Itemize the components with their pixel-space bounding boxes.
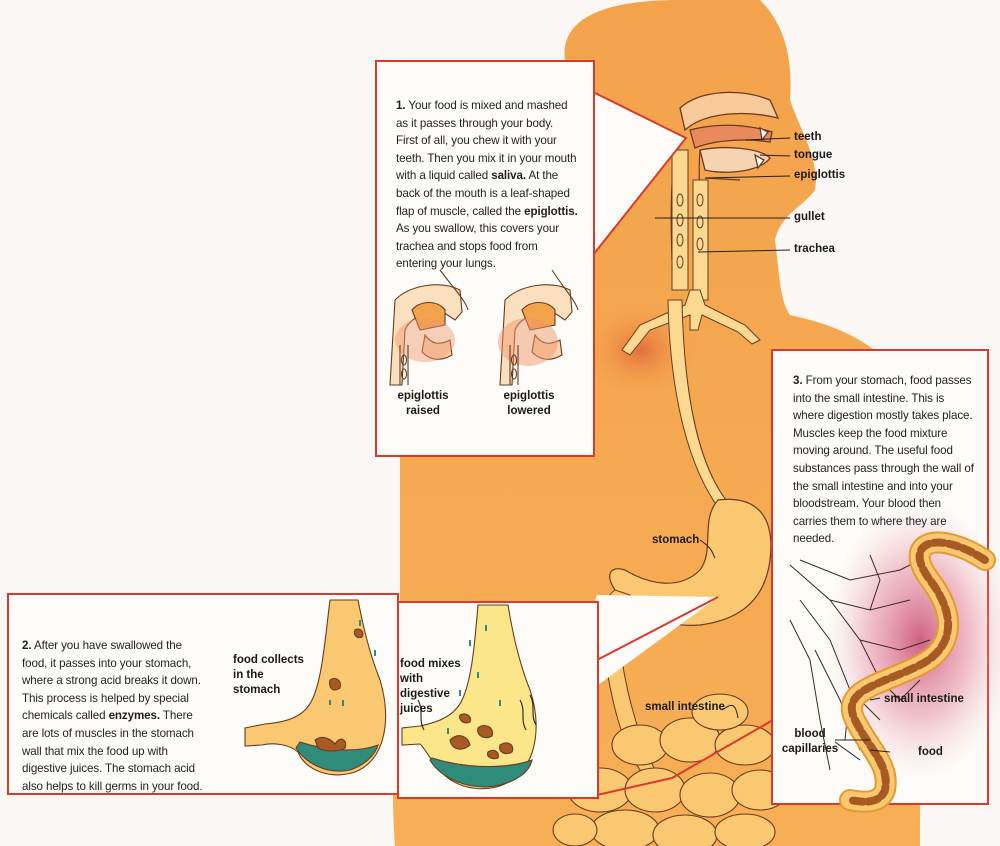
step1-text: 1. Your food is mixed and mashed as it p… xyxy=(396,97,578,273)
epiglottis-raised-illustration xyxy=(389,269,469,386)
caption-epiglottis-lowered: epiglottis lowered xyxy=(493,389,565,419)
caption-lowered-line2: lowered xyxy=(507,405,551,417)
caption-raised-line1: epiglottis xyxy=(397,390,449,402)
step3-number: 3. xyxy=(793,374,803,387)
label-blood-line1: blood xyxy=(794,728,826,740)
label-blood-line2: capillaries xyxy=(781,743,839,755)
label-body-small-intestine: small intestine xyxy=(645,701,725,713)
label-gullet: gullet xyxy=(794,211,825,223)
step3-text-body: From your stomach, food passes into the … xyxy=(793,374,974,546)
step2-number: 2. xyxy=(22,639,32,652)
stomach-mixes-illustration xyxy=(401,604,537,790)
step2-keyword-enzymes: enzymes. xyxy=(108,709,161,723)
label-epiglottis: epiglottis xyxy=(794,169,846,181)
caption-epiglottis-raised: epiglottis raised xyxy=(388,389,458,419)
label-tongue: tongue xyxy=(794,149,833,161)
step2-text-part1: After you have swallowed the food, it pa… xyxy=(22,639,201,723)
label-food-collects: food collects in the stomach xyxy=(233,654,304,696)
gullet-and-trachea xyxy=(621,149,761,511)
intestine-tube xyxy=(839,531,996,813)
step2-text: 2. After you have swallowed the food, it… xyxy=(22,637,210,795)
step1-number: 1. xyxy=(396,99,406,112)
stomach-collects-illustration xyxy=(244,599,387,776)
step2-text-part2: There are lots of muscles in the stomach… xyxy=(22,709,203,793)
body-leader-lines xyxy=(655,137,791,719)
step3-text: 3. From your stomach, food passes into t… xyxy=(793,372,975,548)
body-small-intestine xyxy=(552,693,789,846)
label-stomach: stomach xyxy=(652,534,700,546)
epiglottis-lowered-illustration xyxy=(498,269,579,386)
step3-leader-lines xyxy=(834,697,891,761)
step1-keyword-epiglottis: epiglottis. xyxy=(524,204,578,218)
step1-keyword-saliva: saliva. xyxy=(491,169,526,183)
label-food: food xyxy=(918,746,943,758)
label-teeth: teeth xyxy=(794,131,822,143)
step1-box xyxy=(375,60,595,457)
step1-text-part2: At the back of the mouth is a leaf-shape… xyxy=(396,169,570,218)
label-food-mixes: food mixes with digestive juices xyxy=(400,658,461,715)
label-blood-capillaries: blood capillaries xyxy=(778,727,842,757)
label-trachea: trachea xyxy=(794,243,835,255)
label-small-intestine: small intestine xyxy=(884,693,964,705)
step1-text-part3: As you swallow, this covers your trachea… xyxy=(396,222,560,271)
caption-lowered-line1: epiglottis xyxy=(503,390,555,402)
step1-text-part1: Your food is mixed and mashed as it pass… xyxy=(396,99,577,183)
caption-raised-line2: raised xyxy=(406,405,440,417)
